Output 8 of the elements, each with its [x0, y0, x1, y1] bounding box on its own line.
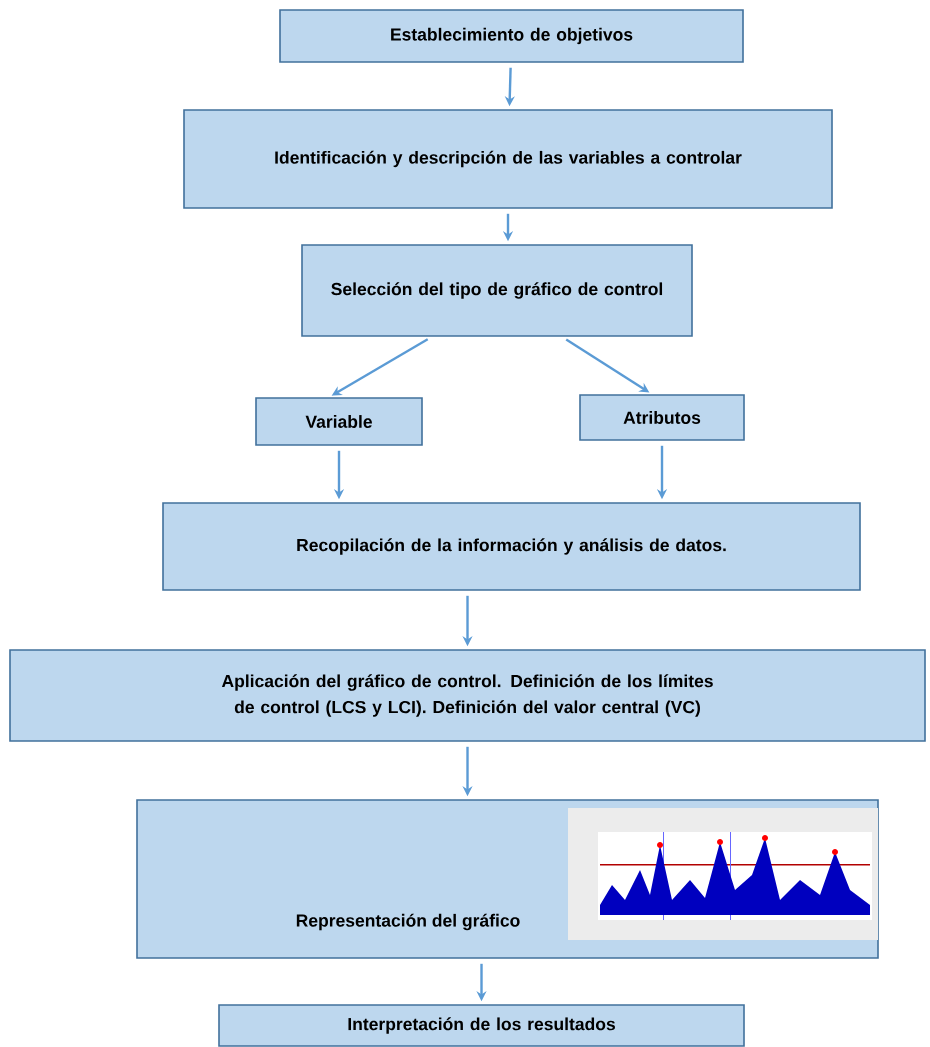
process-box: Recopilación de la información y análisis de datos.: [162, 502, 861, 591]
process-box: Establecimiento de objetivos: [279, 9, 744, 63]
process-box: Variable: [255, 397, 423, 446]
process-box: Identificación y descripción de las variables a controlar: [183, 109, 833, 209]
process-box: Interpretación de los resultados: [218, 1004, 745, 1047]
process-box: Atributos: [579, 394, 745, 441]
process-box: Aplicación del gráfico de control. Definición de los límites de control (LCS y LCI). Definición del valor central (VC): [9, 649, 926, 742]
process-box: Selección del tipo de gráfico de control: [301, 244, 693, 337]
